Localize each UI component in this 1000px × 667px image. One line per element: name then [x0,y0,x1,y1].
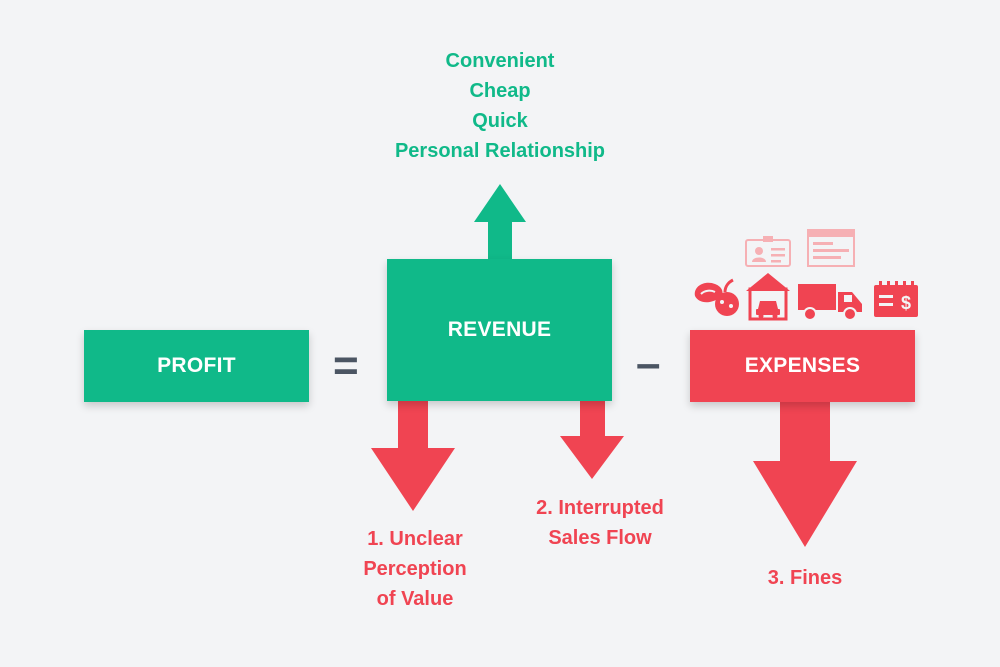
problem-line: of Value [376,588,454,610]
down-arrow-interrupted-sales [560,401,624,479]
down-arrow-unclear-perception [371,401,455,511]
warehouse-icon [746,273,790,321]
document-icon [807,229,855,267]
down-arrow-fines [753,401,857,547]
problem-fines: 3. Fines [715,563,895,593]
id-card-icon [745,236,791,267]
revenue-label: REVENUE [447,318,552,341]
minus-operator: – [636,339,661,388]
problem-line: Sales Flow [548,527,652,549]
benefit-item: Convenient [445,50,555,72]
svg-text:$: $ [901,293,911,313]
expenses-box: EXPENSES [690,330,915,402]
profit-box: PROFIT [84,330,309,402]
benefit-item: Personal Relationship [394,140,606,162]
up-arrow-benefits [474,184,526,259]
problem-line: Perception [363,558,467,580]
problem-unclear-perception: 1. Unclear Perception of Value [330,524,500,614]
problem-line: 1. Unclear [367,528,463,550]
equals-operator: = [333,341,359,390]
expenses-label: EXPENSES [744,354,861,377]
problem-line: 3. Fines [767,567,843,589]
truck-icon [798,284,862,321]
profit-label: PROFIT [157,354,236,377]
problem-interrupted-sales: 2. Interrupted Sales Flow [500,493,700,553]
invoice-icon: $ [874,281,918,317]
benefit-item: Cheap [469,80,531,102]
fruit-icon [694,278,739,316]
benefit-item: Quick [472,110,528,132]
benefits-list: Convenient Cheap Quick Personal Relation… [350,46,650,166]
problem-line: 2. Interrupted [536,497,664,519]
revenue-box: REVENUE [387,259,612,401]
